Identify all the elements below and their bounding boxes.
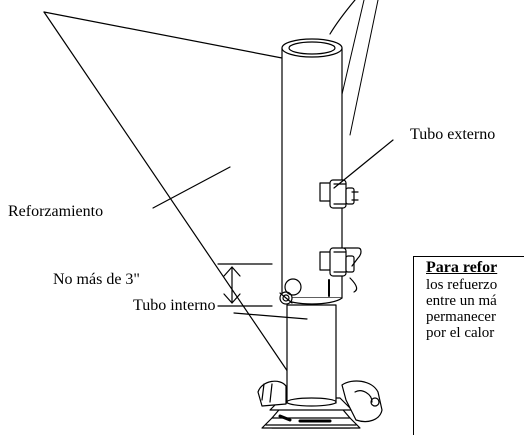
note-line: entre un má [426,293,497,309]
lower-bolt [319,247,362,293]
base-foot [257,380,383,429]
note-box: Para refor los refuerzo entre un má perm… [413,256,524,435]
leader-outer-tube [333,139,394,189]
note-line: los refuerzo [426,277,498,293]
brace-wire-right-2 [349,0,379,136]
note-line: por el calor [426,325,495,341]
gap-dimension [217,263,273,307]
leader-reinforcement [152,166,231,209]
label-outer-tube: Tubo externo [410,126,496,143]
top-arm [329,0,356,35]
label-max-gap: No más de 3" [53,271,140,288]
note-heading: Para refor [426,259,498,276]
inner-tube [286,304,337,407]
brace-wire-left [43,11,283,59]
leader-inner-tube [233,312,308,320]
label-inner-tube: Tubo interno [133,297,216,314]
side-pin [279,278,302,305]
label-reinforcement: Reforzamiento [8,203,104,220]
upper-bolt [319,179,359,209]
brace-wire-long [43,11,289,373]
note-line: permanecer [426,309,496,325]
